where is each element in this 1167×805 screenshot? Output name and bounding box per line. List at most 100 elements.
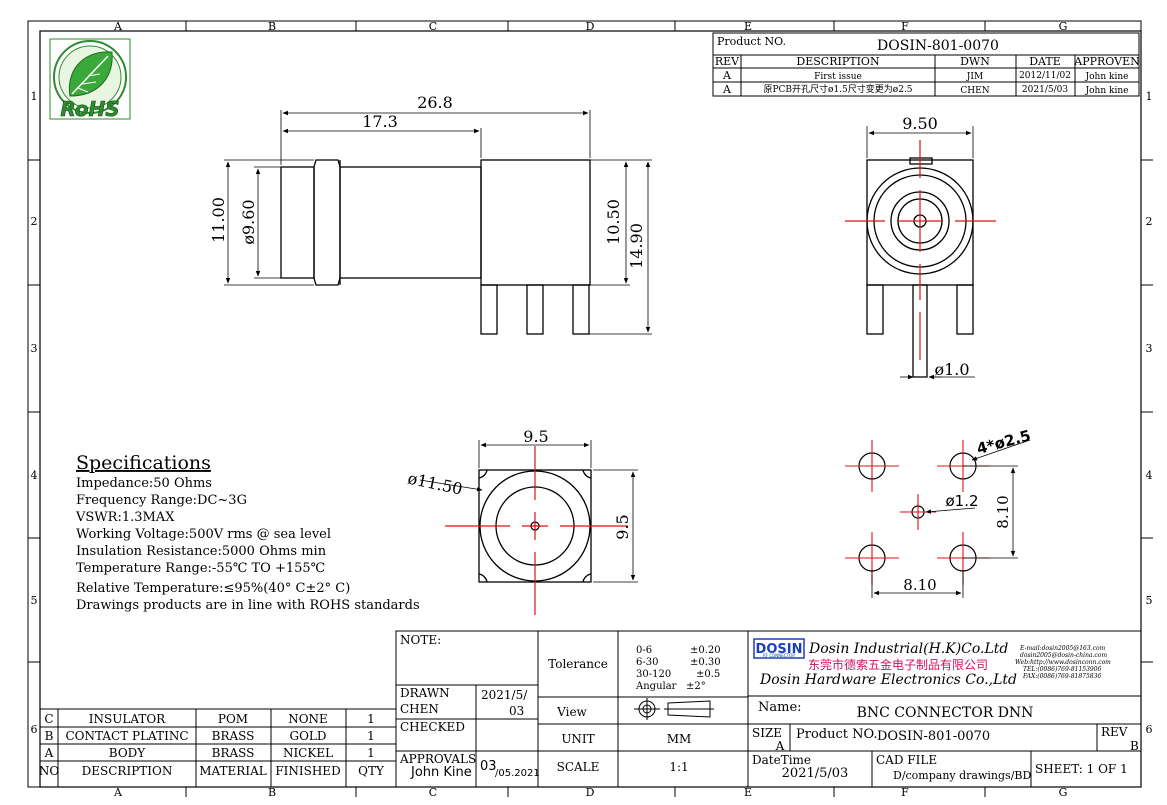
bom-row-b-no: B — [45, 729, 54, 743]
zone-col-d-bottom: D — [586, 786, 595, 799]
spec-line-impedance: Impedance:50 Ohms — [76, 476, 212, 491]
tb-tol-value-2: ±0.30 — [690, 657, 721, 668]
spec-line-rohs: Drawings products are in line with ROHS … — [76, 598, 420, 613]
tb-approvals-by: John Kine — [410, 765, 472, 780]
contact-fax: FAX:(0086)769-81875836 — [1022, 673, 1101, 680]
bom-row-c-qty: 1 — [367, 712, 375, 726]
bom-row-a-desc: BODY — [109, 746, 147, 760]
dim-outer-height: 11.00 — [209, 197, 228, 243]
bottom-view-dimensions — [419, 440, 638, 583]
rev-row-1-date: 2012/11/02 — [1019, 71, 1071, 81]
spec-title: Specifications — [76, 452, 211, 474]
rev-header-description: DESCRIPTION — [796, 55, 880, 68]
zone-col-g: G — [1059, 20, 1068, 33]
zone-col-b-bottom: B — [268, 786, 276, 799]
tb-cad-label: CAD FILE — [876, 753, 937, 767]
zone-row-5-right: 5 — [1146, 594, 1153, 607]
bom-row-a-no: A — [44, 746, 54, 760]
zone-col-a-bottom: A — [113, 786, 123, 799]
bom-header-finished: FINISHED — [275, 764, 340, 778]
tb-approvals-label: APPROVALS — [399, 752, 476, 766]
spec-line-vswr: VSWR:1.3MAX — [75, 510, 175, 525]
company-name-en-2: Dosin Hardware Electronics Co.,Ltd — [759, 672, 1017, 688]
zone-row-3-right: 3 — [1146, 342, 1153, 355]
dosin-logo-sub: RF CONNECTOR — [763, 653, 795, 658]
rev-product-no: DOSIN-801-0070 — [877, 38, 999, 54]
dim-bottom-diameter: ø11.50 — [406, 469, 464, 499]
dim-pcb-vertical: 8.10 — [994, 495, 1012, 528]
zone-col-f-bottom: F — [901, 786, 909, 799]
tb-tolerance-label: Tolerance — [548, 657, 608, 671]
zone-col-c: C — [429, 20, 437, 33]
tb-product-no-label: Product NO. — [796, 727, 878, 742]
front-view-dimensions — [866, 126, 975, 380]
title-block: NOTE: DRAWN CHEN 2021/5/ 03 CHECKED APPR… — [399, 633, 1139, 782]
bom-row-b-finished: GOLD — [289, 729, 326, 743]
bottom-view-centerlines — [445, 446, 628, 615]
bom-header-material: MATERIAL — [199, 764, 267, 778]
bom-row-c-no: C — [44, 712, 53, 726]
projection-symbol-icon — [634, 698, 714, 720]
tb-sheet: SHEET: 1 OF 1 — [1035, 762, 1128, 776]
company-name-cn: 东莞市德索五金电子制品有限公司 — [808, 657, 988, 672]
dim-total-height: 14.90 — [627, 223, 646, 269]
zone-row-2: 2 — [31, 215, 38, 228]
tb-product-no-value: DOSIN-801-0070 — [877, 729, 990, 744]
dosin-logo-icon: DOSIN RF CONNECTOR — [753, 638, 805, 659]
bom-row-a-material: BRASS — [212, 746, 255, 760]
tb-tol-range-3: 30-120 — [636, 669, 671, 680]
side-view — [280, 159, 591, 335]
bom-row-b-qty: 1 — [367, 729, 375, 743]
tb-tol-range-4: Angular — [635, 681, 677, 692]
dim-pin-diameter: ø1.0 — [934, 360, 969, 379]
spec-line-humidity: Relative Temperature:≤95%(40° C±2° C) — [76, 581, 350, 596]
tb-tol-value-1: ±0.20 — [690, 645, 721, 656]
tb-size-value: A — [775, 739, 785, 753]
zone-row-6: 6 — [31, 723, 38, 736]
tb-approvals-date-b: /05.2021 — [495, 768, 540, 779]
bom-row-a-finished: NICKEL — [283, 746, 333, 760]
tb-note-label: NOTE: — [400, 633, 441, 647]
zone-row-2-right: 2 — [1146, 215, 1153, 228]
dim-front-width: 9.50 — [902, 114, 938, 133]
rev-row-1-desc: First issue — [814, 72, 862, 82]
rev-header-dwn: DWN — [960, 55, 990, 68]
contact-tel: TEL:(0086)769-81153906 — [1023, 666, 1102, 673]
tb-scale-label: SCALE — [557, 760, 600, 774]
dim-pcb-center: ø1.2 — [945, 492, 978, 510]
zone-col-g-bottom: G — [1059, 786, 1068, 799]
contact-email-1: E-mail:dosin2005@163.com — [1019, 645, 1106, 652]
tb-drawn-label: DRAWN — [400, 686, 450, 700]
zone-row-1-right: 1 — [1146, 90, 1153, 103]
zone-row-6-right: 6 — [1146, 723, 1153, 736]
tb-name-label: Name: — [758, 700, 802, 715]
dim-overall-length: 26.8 — [417, 93, 453, 112]
dim-diameter: ø9.60 — [239, 199, 258, 244]
rohs-leaf-icon: RoHS — [49, 38, 131, 121]
title-block-grid — [40, 630, 1142, 788]
rev-row-2-rev: A — [722, 83, 732, 96]
company-name-en-1: Dosin Industrial(H.K)Co.Ltd — [808, 641, 1008, 657]
rev-row-2-date: 2021/5/03 — [1022, 85, 1068, 95]
dim-bottom-width: 9.5 — [523, 427, 548, 446]
tb-rev-value: B — [1130, 739, 1139, 753]
tb-name-value: BNC CONNECTOR DNN — [857, 705, 1034, 721]
bom-header-no: NO — [39, 764, 60, 778]
rev-row-2-approven: John kine — [1085, 86, 1129, 96]
tb-drawn-date-2: 03 — [509, 704, 524, 718]
bom-header-desc: DESCRIPTION — [82, 764, 173, 778]
dim-bottom-height: 9.5 — [613, 514, 632, 539]
tb-unit-label: UNIT — [561, 732, 594, 746]
tb-tol-range-2: 6-30 — [636, 657, 658, 668]
zone-col-b: B — [268, 20, 276, 33]
bom-table: C INSULATOR POM NONE 1 B CONTACT PLATINC… — [39, 712, 385, 778]
tb-tol-range-1: 0-6 — [636, 645, 652, 656]
tb-datetime-value: 2021/5/03 — [782, 766, 849, 781]
pcb-dimensions — [871, 439, 1031, 598]
tb-checked-label: CHECKED — [400, 720, 465, 734]
tb-size-label: SIZE — [752, 726, 782, 740]
rev-product-no-label: Product NO. — [717, 35, 786, 48]
bom-row-a-qty: 1 — [367, 746, 375, 760]
rev-row-2-dwn: CHEN — [960, 86, 989, 96]
zone-row-3: 3 — [31, 342, 38, 355]
